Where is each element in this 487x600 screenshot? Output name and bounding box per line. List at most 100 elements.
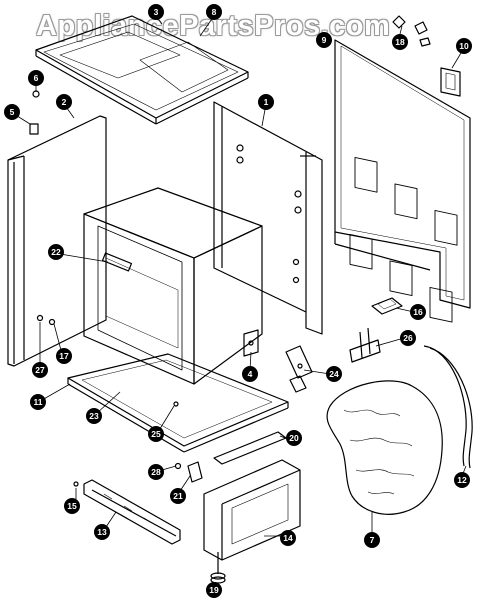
bottom-panel-drawing [67, 353, 289, 453]
callout-circle [56, 94, 72, 110]
callout-circle [206, 582, 222, 598]
callout-side-panel-left: 2 [56, 94, 72, 110]
callout-number: 7 [370, 535, 375, 545]
callout-circle [30, 394, 46, 410]
callout-kick-plate: 13 [94, 524, 110, 540]
callout-kick-plate-screw: 15 [64, 498, 80, 514]
callout-circle [32, 362, 48, 378]
oven-cavity-drawing [83, 187, 263, 385]
callout-vent-cover: 10 [456, 38, 472, 54]
callout-hinge-bracket: 4 [242, 366, 258, 382]
bracket-drawing [371, 297, 403, 315]
callout-number: 19 [209, 585, 219, 595]
callout-clip: 17 [56, 348, 72, 364]
callout-circle [392, 34, 408, 50]
side-panel-right-drawing [213, 101, 323, 335]
callout-hardware-kit: 18 [392, 34, 408, 50]
callout-number: 24 [329, 369, 339, 379]
callout-circle [48, 244, 64, 260]
callout-number: 11 [34, 397, 43, 407]
callout-bottom-panel: 11 [30, 394, 46, 410]
callout-trim-clip: 5 [4, 104, 20, 120]
callout-number: 13 [97, 527, 107, 537]
callout-number: 12 [457, 475, 467, 485]
top-frame-drawing [35, 15, 249, 125]
callout-number: 28 [151, 467, 161, 477]
callout-number: 21 [173, 491, 183, 501]
callout-circle [456, 38, 472, 54]
callout-circle [326, 366, 342, 382]
vent-cover-drawing [440, 67, 461, 97]
callout-number: 26 [403, 333, 413, 343]
drawer-clip-drawing [187, 461, 203, 483]
callout-circle [258, 94, 274, 110]
hardware-kit-drawing [392, 15, 431, 47]
callout-circle [242, 366, 258, 382]
callout-bottom-insulation: 23 [86, 408, 102, 424]
drawer-rail-drawing [213, 431, 287, 465]
callout-drawer-screw: 28 [148, 464, 164, 480]
callout-side-screw: 27 [32, 362, 48, 378]
callout-number: 15 [67, 501, 77, 511]
callout-circle [410, 304, 426, 320]
callout-circle [86, 408, 102, 424]
callout-hinge-receiver: 24 [326, 366, 342, 382]
callout-circle [280, 530, 296, 546]
callout-leveling-leg: 19 [206, 582, 222, 598]
leader-lines [13, 15, 467, 589]
callout-number: 17 [59, 351, 69, 361]
callout-circle [316, 32, 332, 48]
callout-top-panel: 8 [206, 4, 222, 20]
callout-screw: 6 [28, 70, 44, 86]
callout-number: 8 [212, 7, 217, 17]
callout-circle [56, 348, 72, 364]
callout-number: 18 [395, 37, 405, 47]
callout-number: 5 [10, 107, 15, 117]
rear-panel-drawing [318, 34, 471, 323]
drawer-support-drawing [203, 459, 301, 561]
insulation-drawing [326, 380, 443, 515]
callout-side-panel-right: 1 [258, 94, 274, 110]
callout-number: 3 [154, 7, 159, 17]
side-panel-left-drawing [7, 115, 107, 367]
callout-number: 22 [51, 247, 61, 257]
callout-number: 6 [34, 73, 39, 83]
callout-circle [148, 4, 164, 20]
callout-number: 20 [289, 433, 299, 443]
callout-number: 23 [89, 411, 99, 421]
callout-number: 9 [322, 35, 327, 45]
callout-circle [64, 498, 80, 514]
hinge-bracket-drawing [243, 329, 259, 357]
callout-circle [94, 524, 110, 540]
callout-insulation: 7 [364, 532, 380, 548]
callout-circle [364, 532, 380, 548]
callout-top-frame: 3 [148, 4, 164, 20]
callout-drawer-rail: 20 [286, 430, 302, 446]
leveling-leg-drawing [210, 552, 226, 584]
callout-number: 1 [264, 97, 269, 107]
callout-oven-cavity: 22 [48, 244, 64, 260]
callout-circle [148, 426, 164, 442]
callout-number: 27 [35, 365, 45, 375]
part-callouts: 1234567891011121314151617181920212223242… [4, 4, 472, 598]
oven-gasket-drawing [423, 345, 473, 469]
callout-circle [454, 472, 470, 488]
callout-circle [28, 70, 44, 86]
callout-bottom-screw: 25 [148, 426, 164, 442]
callout-circle [4, 104, 20, 120]
callout-drawer-clip: 21 [170, 488, 186, 504]
callout-oven-gasket: 12 [454, 472, 470, 488]
callout-circle [148, 464, 164, 480]
anti-tip-bracket-drawing [349, 327, 381, 363]
callout-circle [206, 4, 222, 20]
callout-number: 16 [413, 307, 423, 317]
callout-anti-tip-bracket: 26 [400, 330, 416, 346]
callout-number: 14 [283, 533, 293, 543]
kick-plate-drawing [83, 479, 181, 545]
callout-bracket: 16 [410, 304, 426, 320]
callout-drawer-support: 14 [280, 530, 296, 546]
callout-number: 10 [459, 41, 469, 51]
callout-circle [400, 330, 416, 346]
